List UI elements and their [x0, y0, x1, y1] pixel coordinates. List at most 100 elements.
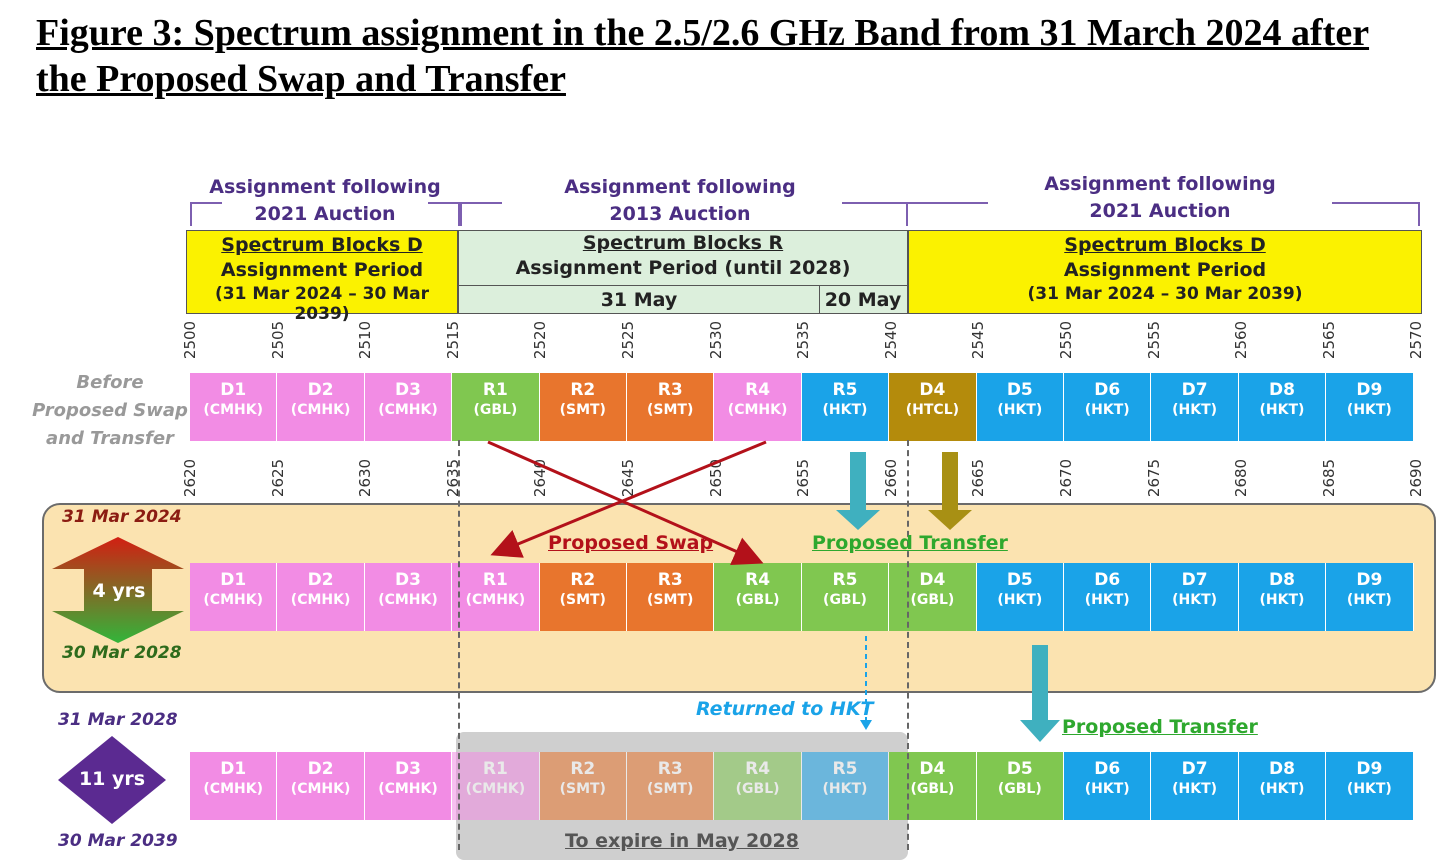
block-operator: (HKT) [1172, 592, 1218, 608]
panel-mid-l3b: 20 May [819, 285, 907, 314]
block-operator: (CMHK) [203, 592, 263, 608]
panel-right-l2: Assignment Period [1063, 259, 1267, 281]
panel-left-l1: Spectrum Blocks D [221, 234, 423, 256]
block-id: D7 [1181, 570, 1208, 590]
panel-blocks-d-right: Spectrum Blocks D Assignment Period (31 … [908, 230, 1422, 314]
spectrum-block-d5: D5 (HKT) [976, 373, 1064, 441]
block-operator: (CMHK) [465, 781, 526, 797]
block-id: R2 [570, 380, 596, 400]
block-operator: (GBL) [997, 781, 1042, 797]
spectrum-block-d7: D7(HKT) [1151, 373, 1239, 441]
spectrum-block-d4: D4(HTCL) [889, 373, 977, 441]
spectrum-block-d8: D8 (HKT) [1238, 373, 1327, 441]
block-operator: (HKT) [1259, 781, 1305, 797]
header-left-line2: 2021 Auction [254, 203, 396, 225]
block-id: R2 [570, 570, 596, 590]
spectrum-block-d9: D9 (HKT) [1326, 752, 1414, 820]
spectrum-block-d6: D6(HKT) [1064, 373, 1152, 441]
spectrum-block-d9: D9(HKT) [1326, 563, 1414, 631]
block-id: D7 [1181, 759, 1208, 779]
block-operator: (CMHK) [378, 781, 438, 797]
block-id: R5 [832, 759, 858, 779]
header-right: Assignment following 2021 Auction [1000, 171, 1320, 225]
block-id: D9 [1356, 380, 1383, 400]
block-operator: (GBL) [735, 592, 780, 608]
spectrum-block-d6: D6(HKT) [1064, 563, 1152, 631]
spectrum-block-d5: D5(HKT) [976, 563, 1064, 631]
block-id: D8 [1269, 570, 1295, 590]
block-operator: (HKT) [1346, 781, 1392, 797]
spectrum-block-d9: D9 (HKT) [1326, 373, 1414, 441]
spectrum-block-d3: D3(CMHK) [364, 373, 453, 441]
panel-right-l1: Spectrum Blocks D [1064, 234, 1266, 256]
block-operator: (CMHK) [378, 592, 438, 608]
spectrum-block-r5: R5 (HKT) [801, 373, 890, 441]
bracket-right-b [1332, 202, 1420, 226]
bracket-left-b [428, 202, 460, 226]
spectrum-block-r3: R3(SMT) [627, 752, 715, 820]
block-id: D1 [220, 570, 247, 590]
block-id: D9 [1356, 759, 1383, 779]
block-operator: (GBL) [910, 592, 955, 608]
block-id: D1 [220, 380, 247, 400]
block-id: D5 [1006, 380, 1033, 400]
spectrum-block-r4: R4(CMHK) [714, 373, 802, 441]
spectrum-block-r4: R4 (GBL) [714, 563, 802, 631]
block-id: D8 [1269, 380, 1295, 400]
header-mid-line2: 2013 Auction [609, 203, 751, 225]
block-operator: (GBL) [910, 781, 955, 797]
mid-end-date: 30 Mar 2028 [62, 643, 182, 663]
block-operator: (HKT) [822, 402, 868, 418]
block-operator: (HKT) [1259, 592, 1305, 608]
block-id: D3 [395, 759, 421, 779]
block-operator: (CMHK) [290, 781, 351, 797]
block-id: D1 [220, 759, 247, 779]
block-id: D6 [1094, 759, 1121, 779]
block-id: R5 [832, 380, 858, 400]
block-operator: (HKT) [997, 402, 1043, 418]
spectrum-block-d5: D5 (GBL) [976, 752, 1064, 820]
block-operator: (HKT) [1172, 402, 1218, 418]
block-operator: (GBL) [473, 402, 518, 418]
return-arrowhead [860, 720, 872, 730]
spectrum-block-d3: D3 (CMHK) [364, 563, 453, 631]
spectrum-block-r3: R3(SMT) [627, 563, 715, 631]
block-id: R1 [482, 759, 508, 779]
duration-arrow-11yrs [58, 736, 166, 824]
spectrum-block-d3: D3 (CMHK) [364, 752, 453, 820]
spectrum-block-r3: R3(SMT) [627, 373, 715, 441]
transfer-arrow-r5 [836, 452, 880, 530]
block-id: R3 [657, 380, 683, 400]
block-id: R4 [745, 759, 771, 779]
block-id: D2 [307, 380, 334, 400]
block-operator: (CMHK) [203, 781, 263, 797]
panel-blocks-d-left: Spectrum Blocks D Assignment Period (31 … [186, 230, 458, 324]
spectrum-block-r1: R1(CMHK) [452, 563, 540, 631]
after-start-date: 31 Mar 2028 [58, 710, 178, 730]
block-operator: (HKT) [1346, 402, 1392, 418]
divider-2540 [907, 440, 909, 850]
header-right-line2: 2021 Auction [1089, 200, 1231, 222]
block-operator: (SMT) [647, 781, 694, 797]
transfer-arrow-d4 [928, 452, 972, 530]
block-operator: (HKT) [1172, 781, 1218, 797]
spectrum-block-d1: D1 (CMHK) [190, 373, 278, 441]
block-operator: (CMHK) [203, 402, 263, 418]
block-id: D5 [1006, 759, 1033, 779]
block-id: R1 [482, 570, 508, 590]
spectrum-block-r1: R1(GBL) [452, 373, 540, 441]
block-operator: (HKT) [1346, 592, 1392, 608]
bracket-left-a [190, 202, 222, 226]
block-operator: (HKT) [1259, 402, 1305, 418]
spectrum-block-d2: D2(CMHK) [277, 373, 365, 441]
spectrum-block-d6: D6 (HKT) [1064, 752, 1152, 820]
spectrum-block-d8: D8(HKT) [1238, 752, 1327, 820]
block-operator: (CMHK) [727, 402, 788, 418]
block-operator: (SMT) [559, 592, 606, 608]
block-id: R4 [745, 570, 771, 590]
bracket-mid-a [460, 202, 502, 226]
block-id: D3 [395, 570, 421, 590]
block-operator: (HTCL) [905, 402, 960, 418]
block-operator: (HKT) [1084, 781, 1130, 797]
